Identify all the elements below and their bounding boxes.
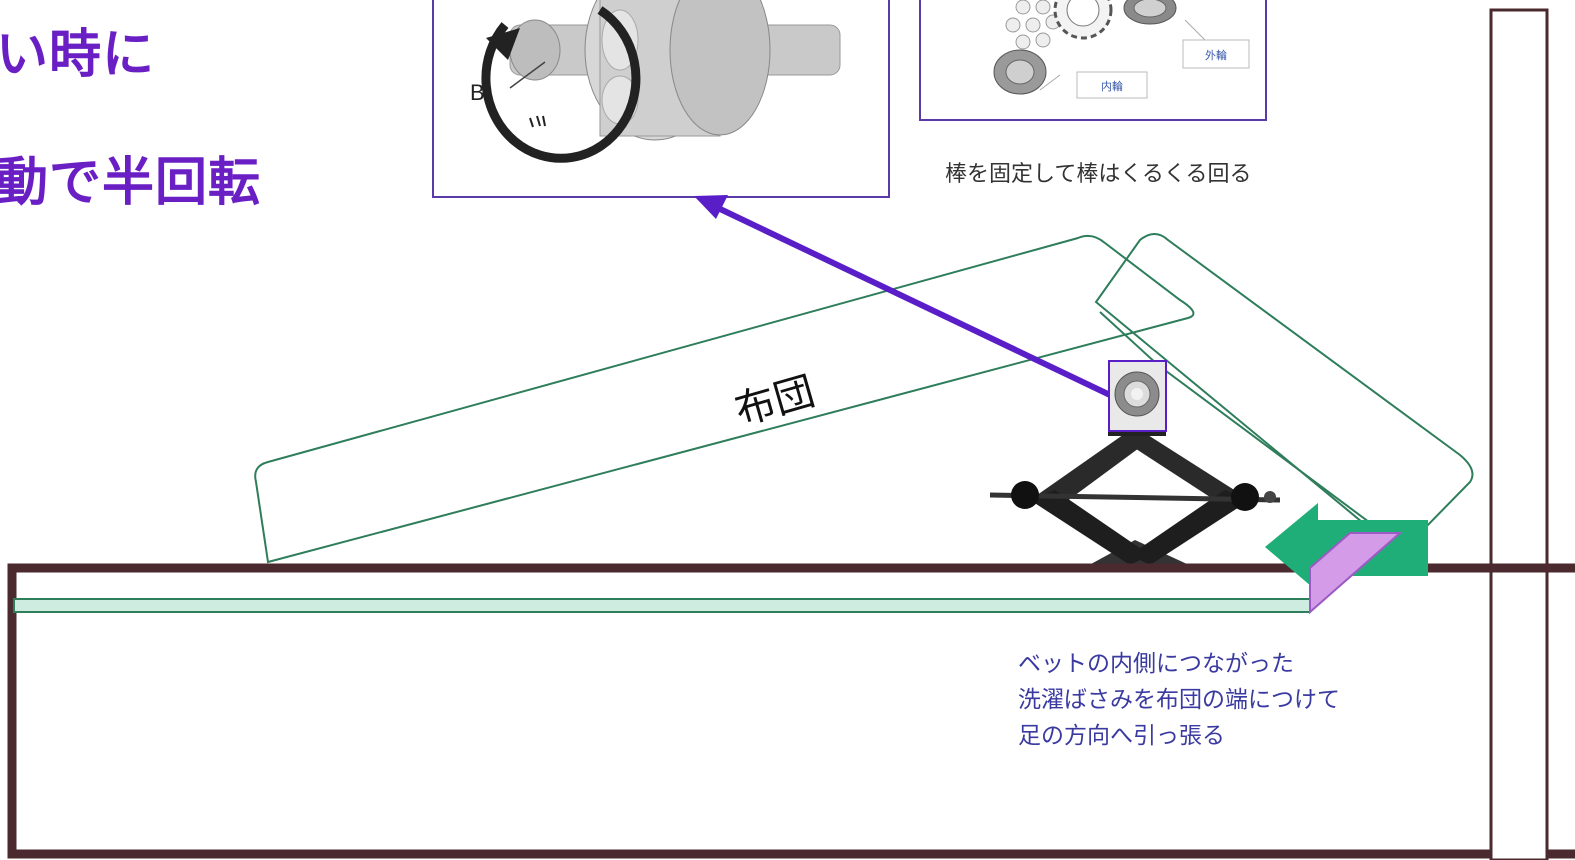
- outer-ring-label: 外輪: [1205, 48, 1227, 62]
- bearing-illustration: B: [432, 0, 890, 198]
- note-line-3: 足の方向へ引っ張る: [1018, 723, 1225, 749]
- inner-ring-label: 内輪: [1101, 79, 1123, 93]
- scissor-jack: [989, 420, 1281, 600]
- mattress-strip: [13, 598, 1311, 613]
- title-line-2: 動で半回転: [0, 153, 262, 213]
- futon-label: 布団: [730, 368, 820, 434]
- exploded-bearing-view: 外輪 内輪: [919, 0, 1267, 121]
- rotation-caption: 棒を固定して棒はくるくる回る: [945, 162, 1252, 187]
- futon-outline: [254, 233, 1474, 573]
- note-line-1: ベットの内側につながった: [1018, 651, 1294, 677]
- clothespin-clip: [1309, 532, 1403, 615]
- callout-arrow: [694, 195, 1112, 398]
- instruction-note: ベットの内側につながった 洗濯ばさみを布団の端につけて 足の方向へ引っ張る: [1018, 646, 1340, 754]
- title-line-1: い時に: [0, 25, 156, 85]
- bearing-marker-b: B: [470, 80, 485, 105]
- bearing-thumbnail: [1108, 360, 1167, 432]
- note-line-2: 洗濯ばさみを布団の端につけて: [1018, 687, 1340, 713]
- bed-frame: [7, 8, 1575, 860]
